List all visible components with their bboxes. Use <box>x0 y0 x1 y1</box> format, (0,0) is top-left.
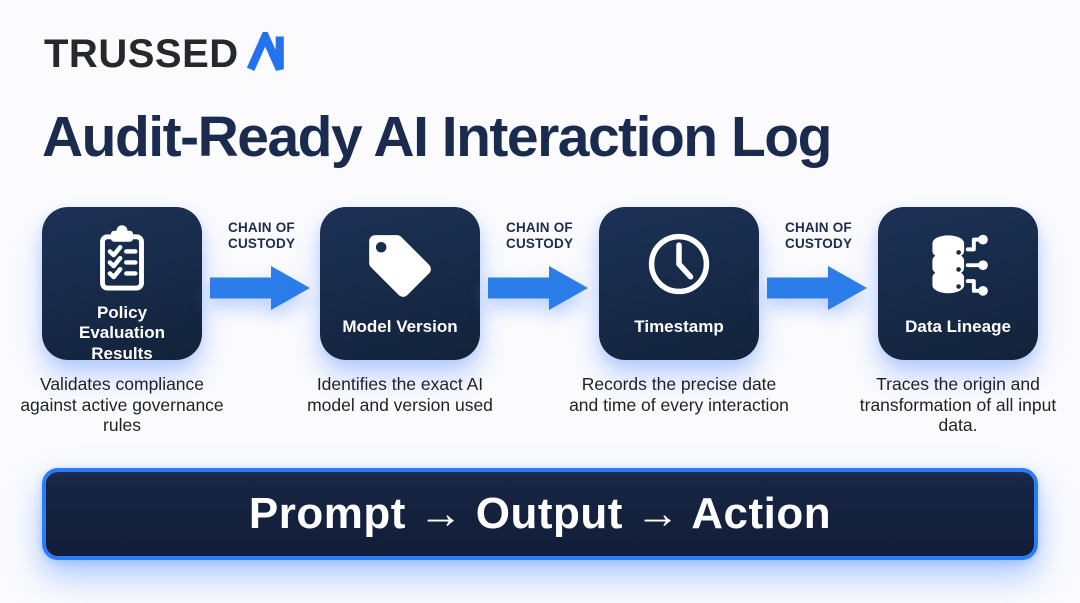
step-label: Model Version <box>342 317 458 337</box>
step-box-data-lineage: Data Lineage <box>878 207 1038 360</box>
step-box-model-version: Model Version <box>320 207 480 360</box>
chain-label-line2: CUSTODY <box>228 236 296 252</box>
logo-wordmark: TRUSSED <box>44 31 239 76</box>
step-label: Data Lineage <box>905 317 1011 337</box>
logo: TRUSSED <box>44 26 290 77</box>
right-arrow-icon <box>767 266 867 315</box>
step-description: Identifies the exact AI model and versio… <box>307 374 493 415</box>
step-description: Records the precise date and time of eve… <box>569 374 789 415</box>
chain-label-line1: CHAIN OF <box>785 220 852 235</box>
chain-label-line1: CHAIN OF <box>228 220 295 235</box>
right-arrow-icon <box>488 266 588 315</box>
ai-monogram-icon <box>244 26 290 77</box>
page-title: Audit-Ready AI Interaction Log <box>42 105 832 169</box>
step-box-policy-evaluation: Policy Evaluation Results <box>42 207 202 363</box>
right-arrow-icon <box>210 266 310 315</box>
chain-label-line2: CUSTODY <box>785 236 853 252</box>
chain-of-custody-label: CHAIN OF CUSTODY <box>785 220 881 252</box>
step-description: Validates compliance against active gove… <box>20 374 224 436</box>
step-description: Traces the origin and transformation of … <box>859 374 1057 436</box>
banner-text: Prompt → Output → Action <box>248 489 832 538</box>
clipboard-checklist-icon <box>83 207 161 299</box>
prompt-output-action-banner: Prompt → Output → Action <box>42 468 1038 560</box>
database-lineage-icon <box>919 207 997 303</box>
chain-of-custody-label: CHAIN OF CUSTODY <box>506 220 602 252</box>
chain-of-custody-label: CHAIN OF CUSTODY <box>228 220 324 252</box>
tag-icon <box>363 207 437 303</box>
step-box-timestamp: Timestamp <box>599 207 759 360</box>
chain-label-line1: CHAIN OF <box>506 220 573 235</box>
step-label: Timestamp <box>634 317 724 337</box>
step-label: Policy Evaluation Results <box>79 303 165 363</box>
clock-icon <box>640 207 718 303</box>
chain-label-line2: CUSTODY <box>506 236 574 252</box>
